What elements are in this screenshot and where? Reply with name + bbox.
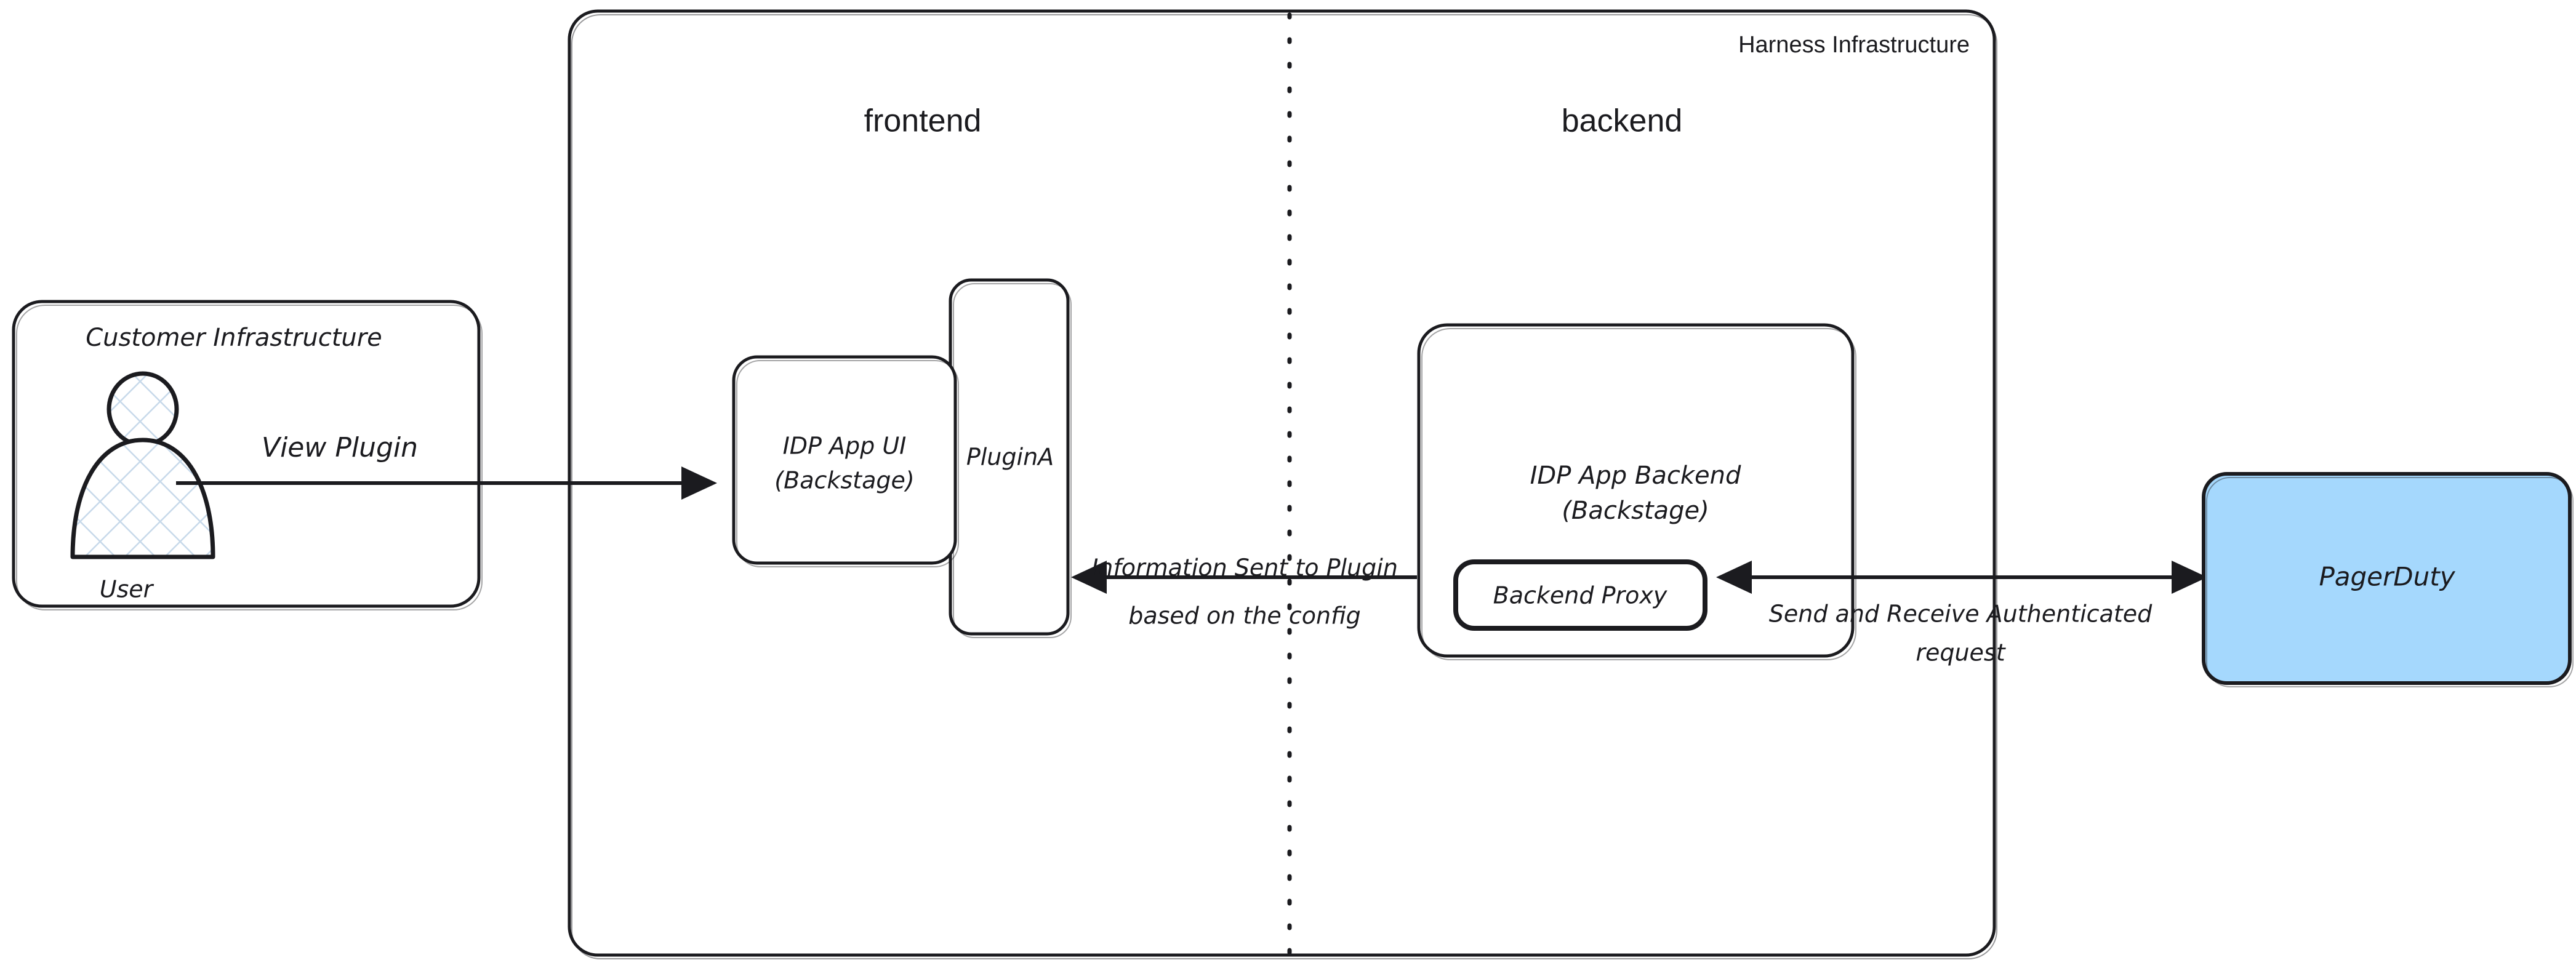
user-label: User xyxy=(100,576,154,603)
harness-infrastructure-border-sketch xyxy=(571,14,1997,959)
plugin-a-label: PluginA xyxy=(966,444,1054,471)
pagerduty-label: PagerDuty xyxy=(2319,562,2455,592)
view-plugin-label: View Plugin xyxy=(262,432,418,463)
authenticated-request-label-line2: request xyxy=(1916,639,2006,666)
frontend-section-label: frontend xyxy=(864,103,982,139)
idp-app-ui-node[interactable]: IDP App UI (Backstage) xyxy=(732,355,959,567)
authenticated-request-arrowhead-left xyxy=(1716,561,1752,594)
edge-information-sent-to-plugin: Information Sent to Plugin based on the … xyxy=(1071,554,1417,630)
backend-proxy-node[interactable]: Backend Proxy xyxy=(1453,559,1707,631)
idp-app-ui-border[interactable] xyxy=(732,355,957,565)
backend-section-label: backend xyxy=(1562,103,1683,139)
idp-app-ui-label-line1: IDP App UI xyxy=(783,433,907,460)
edge-view-plugin: View Plugin xyxy=(176,432,717,500)
plugin-a-node[interactable]: PluginA xyxy=(949,278,1072,638)
info-to-plugin-label-line1: Information Sent to Plugin xyxy=(1091,554,1398,582)
customer-infrastructure-border-sketch xyxy=(16,305,483,610)
idp-app-ui-border-sketch xyxy=(736,360,959,567)
edge-authenticated-request: Send and Receive Authenticated request xyxy=(1716,561,2207,666)
pagerduty-border-sketch xyxy=(2206,477,2574,687)
idp-app-backend-label-line1: IDP App Backend xyxy=(1530,462,1741,490)
backend-proxy-label: Backend Proxy xyxy=(1493,582,1667,609)
authenticated-request-label-line1: Send and Receive Authenticated xyxy=(1769,601,2153,628)
view-plugin-arrowhead xyxy=(681,466,717,500)
harness-infrastructure-label: Harness Infrastructure xyxy=(1738,32,1970,58)
customer-infrastructure-label: Customer Infrastructure xyxy=(86,324,382,352)
backend-proxy-border[interactable] xyxy=(1453,559,1707,631)
info-to-plugin-label-line2: based on the config xyxy=(1128,602,1361,630)
pagerduty-node[interactable]: PagerDuty xyxy=(2202,472,2574,687)
idp-app-backend-border-sketch xyxy=(1421,328,1856,660)
pagerduty-border[interactable] xyxy=(2202,472,2572,685)
idp-app-backend-label-line2: (Backstage) xyxy=(1562,497,1709,525)
authenticated-request-arrowhead-right xyxy=(2172,561,2207,594)
info-to-plugin-arrowhead xyxy=(1071,561,1107,594)
idp-app-ui-label-line2: (Backstage) xyxy=(774,467,914,494)
